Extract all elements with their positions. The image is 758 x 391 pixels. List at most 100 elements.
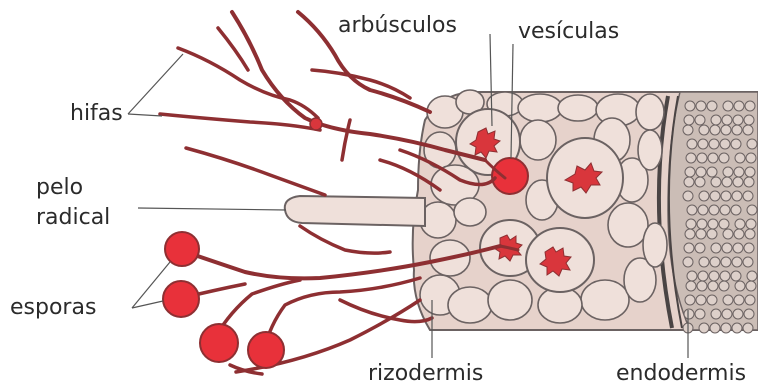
stele-cell [683,125,693,135]
stele-cell [707,167,717,177]
stele-cell [733,115,743,125]
label-hifas: hifas [70,102,123,126]
stele-cell [707,295,717,305]
stele-cell [699,257,709,267]
stele-cell [683,257,693,267]
leader-pelo-radical [138,208,286,210]
label-radical: radical [36,206,110,230]
stele-cell [723,229,733,239]
spores [163,232,284,368]
stele-cell [743,257,753,267]
stele-cell [734,229,744,239]
spore [163,281,199,317]
stele-cell [711,243,721,253]
stele-cell [686,281,696,291]
leader-hifas-a [128,54,183,114]
stele-cell [685,295,695,305]
stele-cell [710,125,720,135]
stele-cell [710,191,720,201]
stele-cell [684,177,694,187]
stele-cell [721,323,731,333]
stele-cell [707,101,717,111]
stele-cell [746,219,756,229]
spore [248,332,284,368]
stele-cell [721,125,731,135]
stele-cell [723,167,733,177]
stele-cell [745,167,755,177]
leader-hifas-b [128,114,162,116]
stele-cell [699,191,709,201]
stele-cell [684,309,694,319]
stele-cell [733,243,743,253]
stele-cell [745,101,755,111]
label-arbusculos: arbúsculos [338,14,457,38]
stele-cell [695,243,705,253]
stele-cell [734,167,744,177]
spore [200,324,238,362]
label-endodermis: endodermis [616,362,746,386]
cortex-cell [558,95,598,121]
hypha [342,120,350,160]
stele-cell [721,257,731,267]
stele-cell [732,191,742,201]
stele-cell [698,205,708,215]
stele-cell [708,153,718,163]
stele-cell [696,167,706,177]
hypha [160,114,320,130]
stele-cell [723,101,733,111]
stele-cell [711,177,721,187]
stele-cell [710,257,720,267]
stele-cell [695,177,705,187]
stele-cell [744,177,754,187]
stele-cell [735,219,745,229]
stele-cell [734,101,744,111]
stele-cell [720,205,730,215]
cortex-cell [643,223,667,267]
stele-cell [687,139,697,149]
stele-cell [684,243,694,253]
stele-cell [723,295,733,305]
cortex-cell [608,203,648,247]
stele-cell [732,257,742,267]
cortex-cell [518,94,562,122]
label-rizodermis: rizodermis [368,362,483,386]
stele-cell [686,219,696,229]
stele-cell [734,295,744,305]
hypha [300,226,390,253]
stele-cell [709,139,719,149]
label-vesiculas: vesículas [518,20,619,44]
stele-cell [746,281,756,291]
stele-cell [731,205,741,215]
stele-cell [695,309,705,319]
stele-cell [696,101,706,111]
label-pelo: pelo [36,176,83,200]
stele-cell [708,281,718,291]
stele-cell [747,139,757,149]
stele-cell [707,229,717,239]
stele-cell [747,205,757,215]
stele-cell [733,309,743,319]
stele-cell [731,139,741,149]
stele-cell [697,153,707,163]
spore [165,232,199,266]
stele-cell [743,125,753,135]
stele-cell [698,139,708,149]
stele-cell [708,219,718,229]
stele-cell [722,115,732,125]
stele-cell [735,281,745,291]
stele-cell [743,191,753,201]
stele-cell [696,229,706,239]
stele-cell [746,153,756,163]
hypha-node [310,118,322,130]
stele-cell [720,271,730,281]
stele-cell [685,101,695,111]
stele-cell [722,309,732,319]
stele-cell [695,115,705,125]
cortex-cell [581,280,629,320]
hypha [186,148,325,195]
stele-cell [735,153,745,163]
stele-cell [745,295,755,305]
stele-cell [722,177,732,187]
cortex-cell [488,280,532,320]
